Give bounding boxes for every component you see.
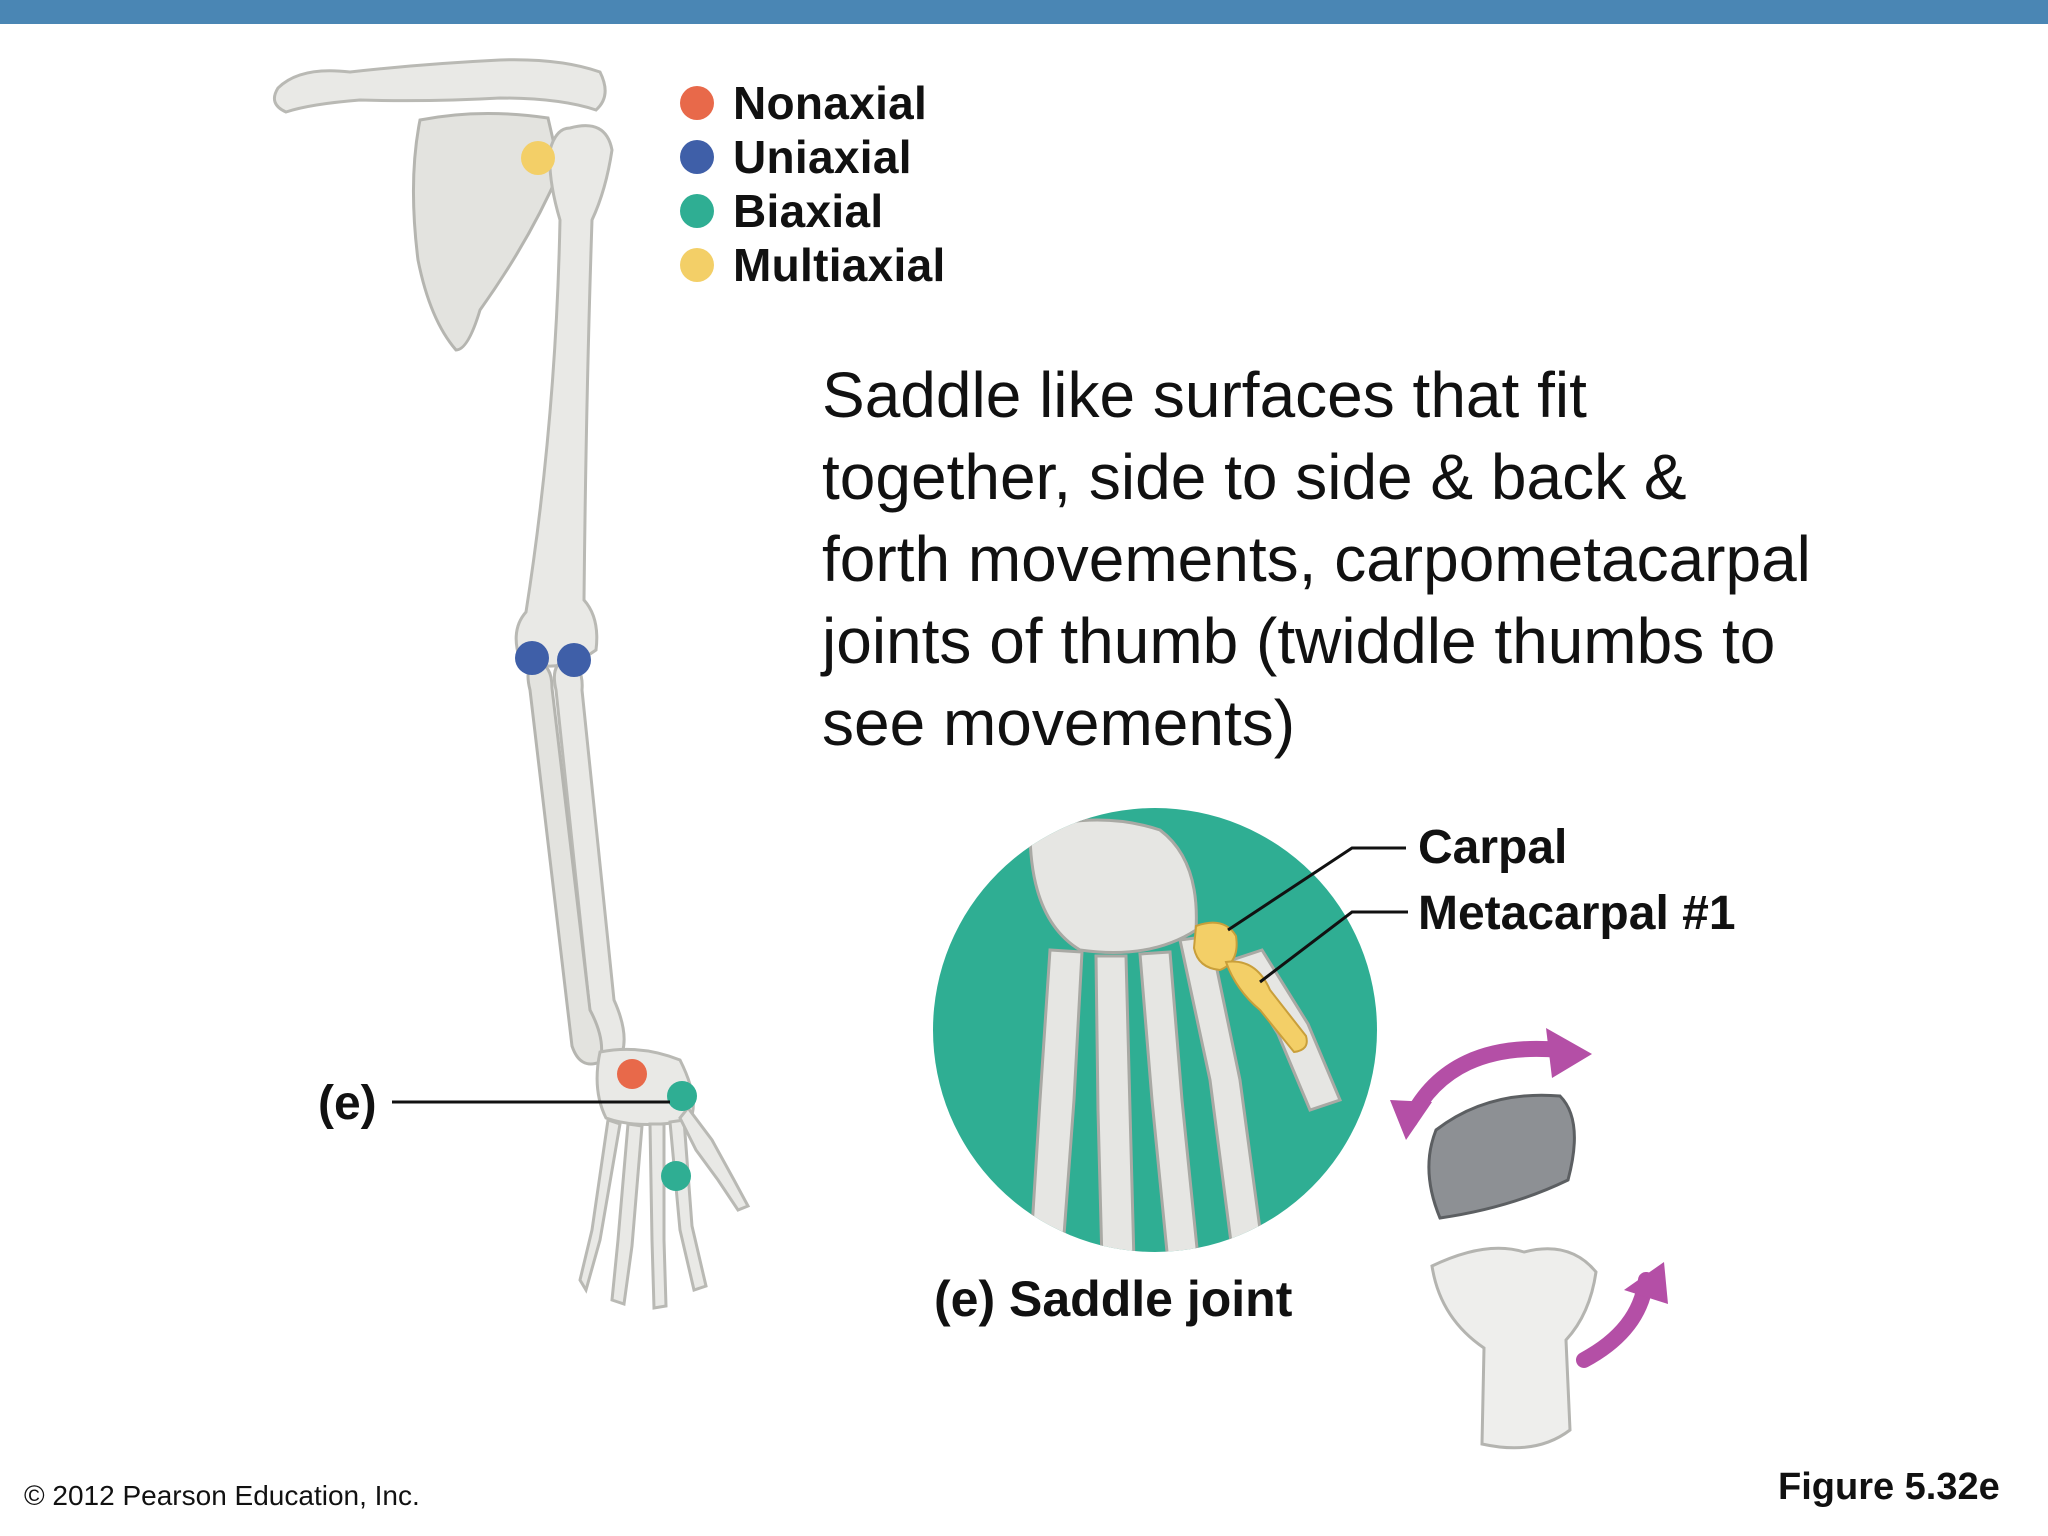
- legend-item-uniaxial: Uniaxial: [680, 130, 946, 184]
- curved-arrow-bottom-head: [1624, 1262, 1668, 1304]
- clavicle-bone: [272, 58, 607, 114]
- legend-label-uniaxial: Uniaxial: [733, 131, 912, 183]
- legend-item-nonaxial: Nonaxial: [680, 76, 946, 130]
- elbow-joint-dot-2: [557, 643, 591, 677]
- scapula-bone: [411, 111, 562, 352]
- carpal-label: Carpal: [1418, 821, 1568, 874]
- saddle-joint-description: Saddle like surfaces that fit together, …: [822, 359, 1811, 759]
- elbow-joint-dot-1: [515, 641, 549, 675]
- legend-label-multiaxial: Multiaxial: [733, 239, 946, 291]
- saddle-joint-caption: (e) Saddle joint: [934, 1271, 1293, 1327]
- metacarpal-label: Metacarpal #1: [1418, 887, 1736, 940]
- multiaxial-dot-icon: [680, 248, 714, 282]
- metacarpal-bone-highlight: [1224, 960, 1308, 1054]
- curved-arrow-top-head-left: [1390, 1100, 1432, 1140]
- uniaxial-dot-icon: [680, 140, 714, 174]
- saddle-bottom-piece: [1430, 1246, 1598, 1450]
- saddle-top-piece: [1427, 1093, 1576, 1220]
- figure-number: Figure 5.32e: [1778, 1466, 2000, 1508]
- curved-arrow-top-head-right: [1546, 1028, 1592, 1078]
- copyright-text: © 2012 Pearson Education, Inc.: [24, 1480, 420, 1511]
- shoulder-joint-dot: [521, 141, 555, 175]
- knuckle-joint-dot: [661, 1161, 691, 1191]
- top-bar: [0, 0, 2048, 24]
- legend-label-biaxial: Biaxial: [733, 185, 884, 237]
- legend-item-biaxial: Biaxial: [680, 184, 946, 238]
- biaxial-dot-icon: [680, 194, 714, 228]
- carpal-leader-line: [1227, 846, 1406, 932]
- wrist-joint-dot: [617, 1059, 647, 1089]
- thumb-joint-dot: [667, 1081, 697, 1111]
- metacarpal-leader-line: [1259, 910, 1408, 984]
- legend-label-nonaxial: Nonaxial: [733, 77, 928, 129]
- joint-type-legend: Nonaxial Uniaxial Biaxial Multiaxial: [680, 76, 946, 292]
- nonaxial-dot-icon: [680, 86, 714, 120]
- legend-item-multiaxial: Multiaxial: [680, 238, 946, 292]
- e-pointer-label: (e): [318, 1077, 377, 1130]
- carpal-bone-highlight: [1192, 921, 1238, 972]
- hand-bones: [578, 1047, 751, 1310]
